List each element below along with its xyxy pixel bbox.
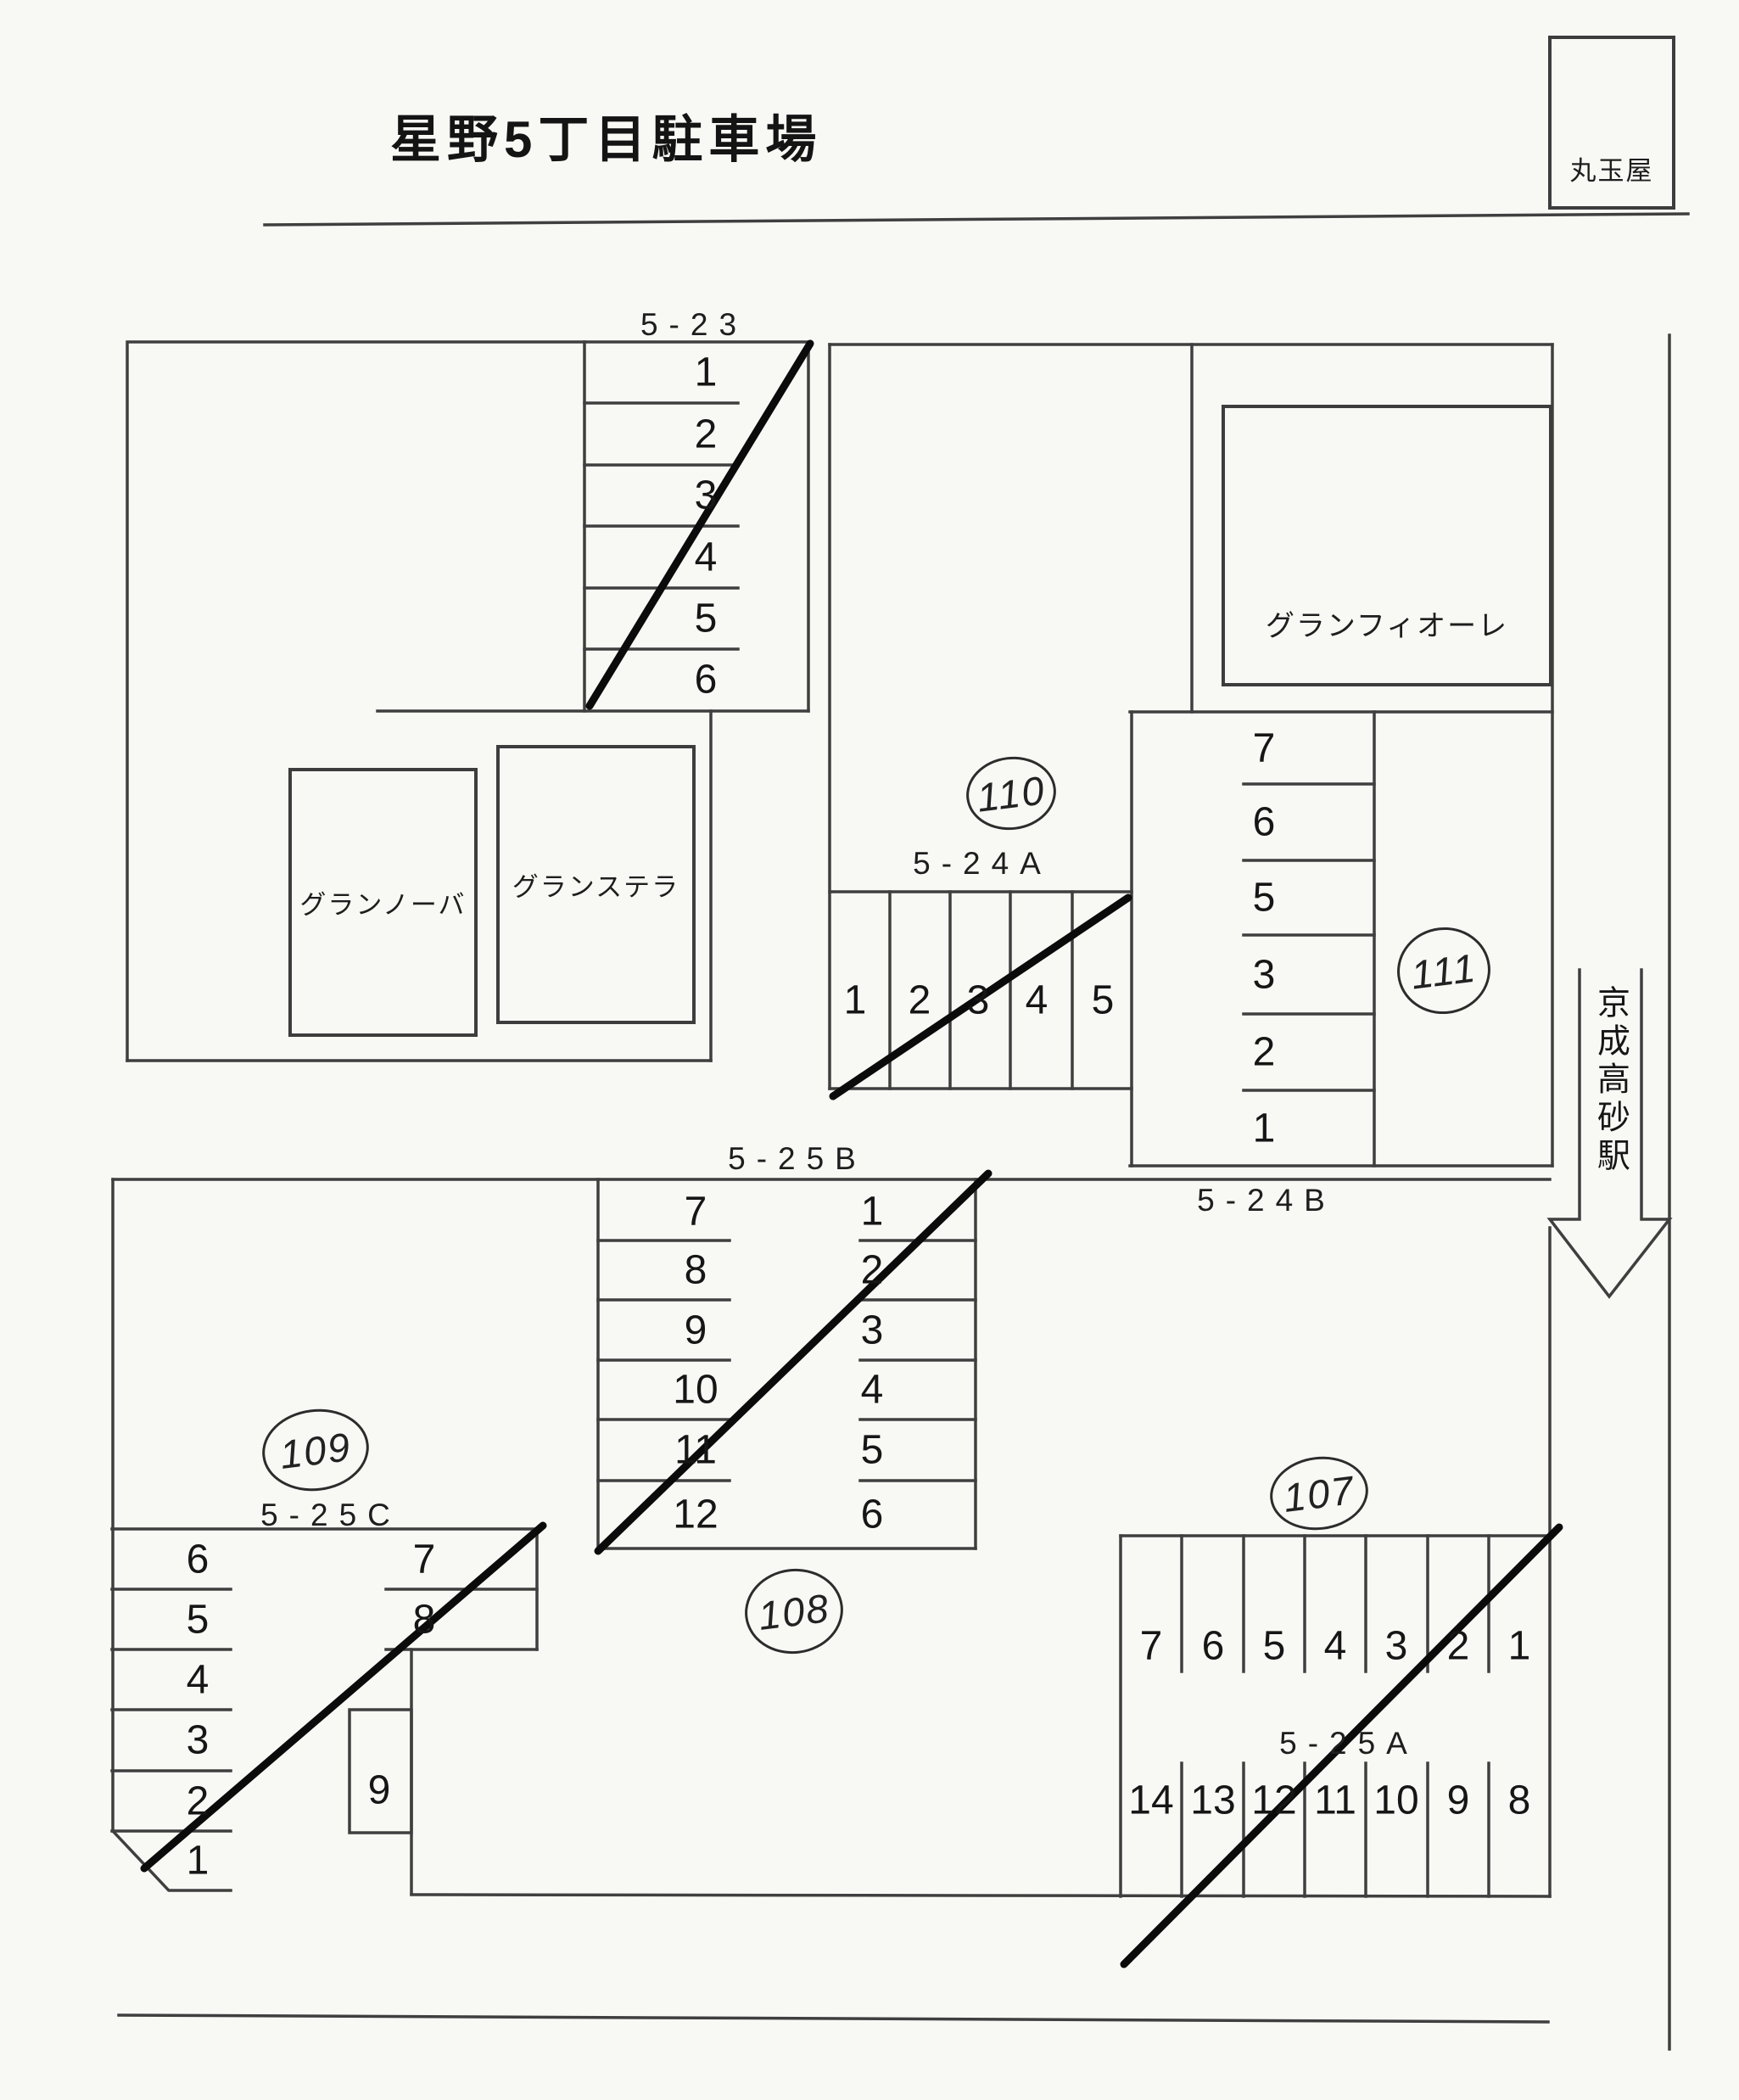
building-granfiore-box: グランフィオーレ <box>1222 405 1552 686</box>
building-granstella-label: グランステラ <box>512 872 680 902</box>
station-arrow-shape <box>1546 968 1673 1299</box>
stall-number: 8 <box>684 1247 707 1293</box>
zone-525b-row-lines <box>596 1239 977 1482</box>
stall-number: 2 <box>186 1778 210 1824</box>
stall-number: 3 <box>860 1308 884 1353</box>
stall-number: 14 <box>1128 1778 1174 1823</box>
shop-marutamaya-box: 丸玉屋 <box>1548 36 1675 210</box>
zone-label-5-24a: 5-24A <box>913 846 1052 881</box>
stall-number: 7 <box>684 1189 707 1235</box>
stall-number: 6 <box>1252 799 1276 845</box>
stall-number: 6 <box>694 657 718 703</box>
stall-number: 10 <box>673 1367 719 1413</box>
block-523-outline <box>126 340 810 1062</box>
stall-number: 7 <box>1252 725 1276 771</box>
page-title: 星野5丁目駐車場 <box>390 111 823 168</box>
stall-number: 12 <box>673 1492 719 1537</box>
stall-number: 12 <box>1251 1778 1297 1823</box>
stall-number: 3 <box>694 473 718 518</box>
stall-number: 1 <box>1507 1623 1531 1669</box>
diagonal-5-25a <box>1120 1523 1563 1968</box>
stall-number: 2 <box>694 412 718 457</box>
top-road-line <box>263 212 1690 227</box>
zone-525c-stall9-box <box>348 1708 413 1834</box>
stall-number: 6 <box>1201 1623 1225 1669</box>
building-granstella-box: グランステラ <box>496 745 696 1024</box>
stall-number: 9 <box>1446 1778 1470 1823</box>
stall-number: 7 <box>1139 1623 1163 1669</box>
zone-525a-dividers-top <box>1180 1534 1490 1673</box>
zone-523-row-lines <box>583 401 740 651</box>
stall-number: 9 <box>367 1767 391 1813</box>
stall-number: 10 <box>1373 1778 1419 1823</box>
stall-number: 1 <box>1252 1106 1276 1151</box>
stall-number: 11 <box>1314 1778 1356 1823</box>
stall-number: 5 <box>860 1427 884 1473</box>
stall-number: 4 <box>186 1657 210 1703</box>
stall-number: 4 <box>1323 1623 1347 1669</box>
zone-525a-dividers-bottom <box>1180 1761 1490 1898</box>
stall-number: 3 <box>966 977 990 1023</box>
stall-number: 5 <box>694 596 718 641</box>
stall-number: 5 <box>186 1597 210 1643</box>
diagonal-5-25c <box>140 1521 547 1873</box>
zone-525c-row-lines <box>110 1588 539 1892</box>
block-525-cut-corner <box>110 1828 171 1892</box>
zone-label-5-25b: 5-25B <box>728 1141 867 1176</box>
stall-number: 13 <box>1190 1778 1236 1823</box>
stall-number: 2 <box>1252 1029 1276 1075</box>
building-grannova-box: グランノーバ <box>288 768 478 1037</box>
stall-number: 4 <box>694 535 718 580</box>
stall-number: 4 <box>860 1367 884 1413</box>
stall-number: 1 <box>843 977 867 1023</box>
stall-number: 6 <box>186 1537 210 1582</box>
zone-524b-row-lines <box>1242 782 1376 1092</box>
stall-number: 8 <box>412 1597 436 1643</box>
building-grannova-label: グランノーバ <box>299 890 467 920</box>
stall-number: 1 <box>694 350 718 395</box>
stall-number: 8 <box>1507 1778 1531 1823</box>
zone-label-5-24b: 5-24B <box>1197 1183 1336 1218</box>
stall-number: 3 <box>186 1717 210 1763</box>
stall-number: 5 <box>1091 977 1115 1023</box>
stall-number: 1 <box>860 1189 884 1235</box>
stall-number: 1 <box>186 1838 210 1884</box>
bottom-road-line <box>117 2013 1550 2024</box>
block-525-bottom <box>410 1893 1552 1898</box>
diagonal-5-25b <box>594 1169 993 1555</box>
zone-label-5-23: 5-23 <box>640 307 748 342</box>
stall-number: 3 <box>1384 1623 1408 1669</box>
shop-marutamaya-label: 丸玉屋 <box>1569 156 1654 186</box>
stall-number: 11 <box>674 1427 717 1473</box>
stall-number: 6 <box>860 1492 884 1537</box>
stall-number: 2 <box>1446 1623 1470 1669</box>
stall-number: 5 <box>1252 875 1276 921</box>
stall-number: 2 <box>908 977 931 1023</box>
stall-number: 9 <box>684 1308 707 1353</box>
stall-number: 3 <box>1252 952 1276 998</box>
zone-label-5-25c: 5-25C <box>260 1498 401 1532</box>
stall-number: 2 <box>860 1247 884 1293</box>
diagonal-5-24a <box>829 893 1132 1100</box>
stall-number: 7 <box>412 1537 436 1582</box>
diagonal-5-23 <box>585 339 814 710</box>
stall-number: 4 <box>1025 977 1048 1023</box>
zone-label-5-25a: 5-25A <box>1279 1726 1418 1761</box>
stall-number: 5 <box>1262 1623 1286 1669</box>
station-label: 京成高砂駅 <box>1592 984 1630 1176</box>
building-granfiore-label: グランフィオーレ <box>1265 610 1509 642</box>
